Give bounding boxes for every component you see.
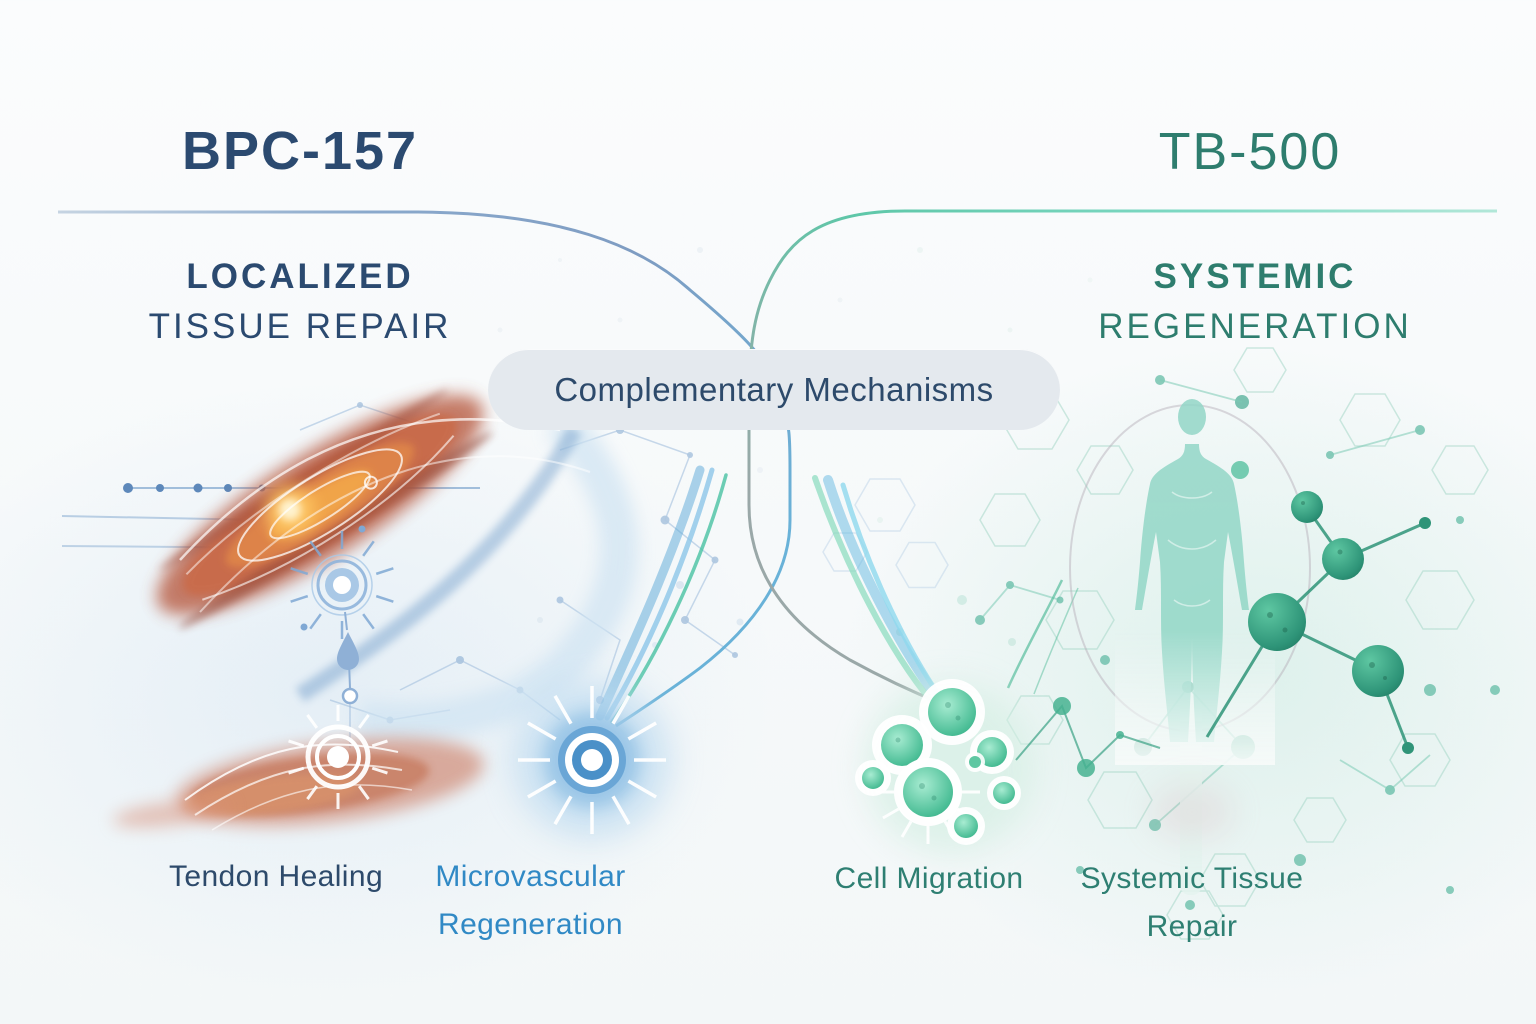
center-blue-hexagons: [822, 478, 949, 589]
label-microvascular-line2: Regeneration: [438, 908, 623, 941]
left-title: BPC-157: [181, 121, 419, 181]
droplet-icon: [337, 611, 359, 748]
label-systemic-tissue-repair: Systemic Tissue Repair: [1042, 855, 1342, 951]
left-subtitle: LOCALIZED TISSUE REPAIR: [100, 252, 500, 352]
right-subtitle: SYSTEMIC REGENERATION: [1055, 252, 1455, 352]
cell-cluster-icon: [855, 679, 1161, 853]
right-rule-curve: [747, 209, 1497, 707]
node-hub-icon: [290, 525, 394, 639]
left-subtitle-line2: TISSUE REPAIR: [148, 307, 452, 346]
label-systemic-line2: Repair: [1146, 910, 1238, 943]
pill-label: Complementary Mechanisms: [554, 370, 994, 408]
microvascular-starburst-icon: [514, 682, 670, 838]
complementary-mechanisms-pill: Complementary Mechanisms: [488, 349, 1060, 430]
teal-strands: [1006, 579, 1079, 695]
label-cell-migration: Cell Migration: [834, 862, 1024, 895]
tendon-muscle-illustration: [156, 389, 638, 742]
right-subtitle-line2: REGENERATION: [1098, 307, 1412, 346]
label-microvascular-line1: Microvascular: [435, 860, 626, 893]
target-rings-icon: [288, 705, 388, 809]
label-microvascular-regeneration: Microvascular Regeneration: [378, 853, 683, 949]
cell-streams: [812, 475, 951, 711]
human-body-silhouette: [1069, 399, 1311, 895]
right-title: TB-500: [1158, 123, 1342, 181]
left-subtitle-line1: LOCALIZED: [186, 257, 414, 296]
muscle-fiber-wave: [113, 738, 484, 831]
green-sphere-molecule: [1205, 461, 1431, 754]
right-subtitle-line1: SYSTEMIC: [1153, 257, 1357, 296]
label-tendon-healing: Tendon Healing: [168, 860, 384, 893]
label-systemic-line1: Systemic Tissue: [1080, 862, 1304, 895]
